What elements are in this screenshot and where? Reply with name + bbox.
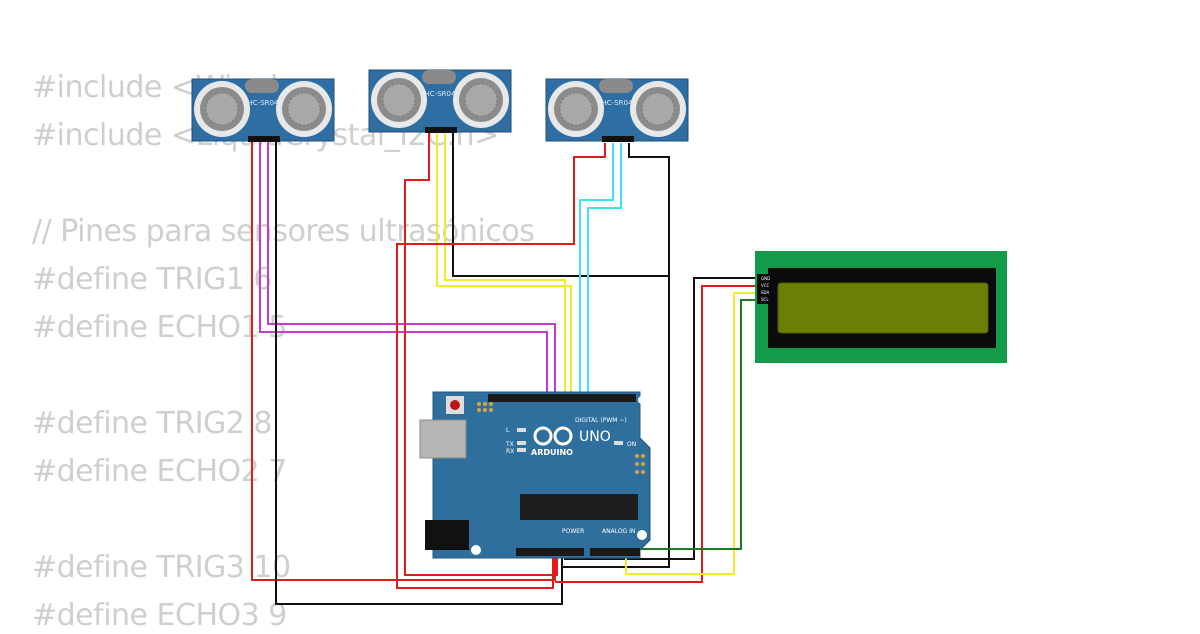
ultrasonic-sensor-3[interactable]: HC-SR04 bbox=[545, 78, 689, 142]
code-line: #define TRIG3 10 bbox=[32, 550, 291, 585]
wire-sensor3-vcc[interactable] bbox=[396, 143, 606, 589]
sensor-model: HC-SR04 bbox=[425, 90, 456, 98]
wire-sensor2-echo[interactable] bbox=[444, 133, 566, 398]
wire-lcd-scl[interactable] bbox=[640, 299, 758, 550]
analog-label: ANALOG IN bbox=[602, 528, 635, 535]
wire-lcd-vcc[interactable] bbox=[555, 285, 758, 583]
lcd-pin-scl: SCL bbox=[761, 297, 769, 302]
microcontroller-chip bbox=[520, 494, 638, 520]
code-line: #define ECHO1 5 bbox=[32, 310, 287, 345]
analog-header[interactable] bbox=[590, 548, 640, 556]
arduino-brand: ARDUINO bbox=[531, 448, 573, 457]
digital-header[interactable] bbox=[488, 394, 636, 402]
wire-sensor1-vcc[interactable] bbox=[251, 140, 556, 581]
lcd-pin-gnd: GND bbox=[761, 276, 770, 281]
arduino-uno-board[interactable]: UNO ARDUINO DIGITAL (PWM ~) POWER ANALOG… bbox=[419, 391, 651, 559]
sensor-model: HC-SR04 bbox=[248, 99, 279, 107]
code-line: #define ECHO3 9 bbox=[32, 598, 287, 633]
wire-sensor3-gnd[interactable] bbox=[628, 143, 670, 276]
lcd-display-i2c[interactable]: GND VCC SDA SCL bbox=[755, 251, 1007, 363]
lcd-screen bbox=[777, 282, 989, 334]
icsp-header bbox=[477, 402, 645, 474]
wire-sensor1-trig[interactable] bbox=[259, 140, 548, 398]
l-label: L bbox=[506, 427, 510, 434]
on-label: ON bbox=[627, 441, 636, 448]
lcd-pin-sda: SDA bbox=[761, 290, 770, 295]
power-label: POWER bbox=[562, 528, 584, 535]
ultrasonic-sensor-2[interactable]: HC-SR04 bbox=[368, 69, 512, 133]
code-line: #define ECHO2 7 bbox=[32, 454, 287, 489]
sensor-model: HC-SR04 bbox=[602, 99, 633, 107]
wires bbox=[251, 133, 758, 605]
wire-sensor2-gnd[interactable] bbox=[452, 133, 670, 568]
lcd-pin-vcc: VCC bbox=[761, 283, 770, 288]
arduino-model: UNO bbox=[579, 429, 611, 445]
wire-sensor2-trig[interactable] bbox=[436, 133, 572, 398]
tx-label: TX bbox=[505, 441, 514, 448]
power-jack bbox=[425, 520, 469, 550]
wire-sensor1-gnd[interactable] bbox=[275, 140, 563, 605]
code-line: #define TRIG1 6 bbox=[32, 262, 273, 297]
rx-label: RX bbox=[506, 448, 514, 455]
power-header[interactable] bbox=[516, 548, 584, 556]
ultrasonic-sensor-1[interactable]: HC-SR04 bbox=[191, 78, 335, 142]
wire-sensor2-vcc[interactable] bbox=[404, 133, 558, 576]
wire-sensor3-echo[interactable] bbox=[587, 143, 622, 398]
arduino-logo-icon bbox=[533, 426, 573, 446]
digital-label: DIGITAL (PWM ~) bbox=[575, 417, 627, 424]
wire-sensor1-echo[interactable] bbox=[267, 140, 556, 398]
wire-sensor3-trig[interactable] bbox=[579, 143, 614, 398]
code-line: #define TRIG2 8 bbox=[32, 406, 273, 441]
usb-port bbox=[419, 419, 467, 459]
